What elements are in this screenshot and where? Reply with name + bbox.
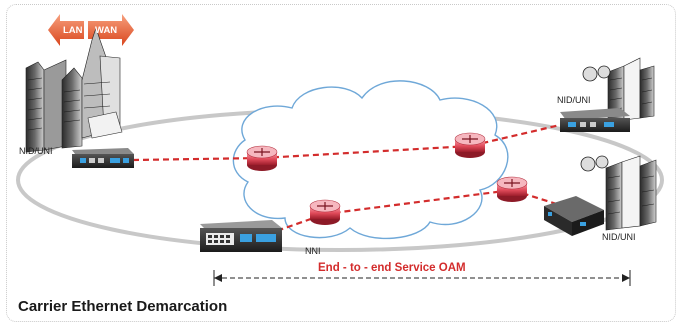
nni-label: NNI: [305, 246, 321, 256]
lan-wan-arrow-icon: [48, 14, 134, 46]
oam-span-line: [213, 270, 631, 286]
nid-device-icon: [544, 196, 604, 236]
router-icon: [454, 132, 486, 158]
nid-uni-label-left: NID/UNI: [19, 146, 53, 156]
lan-label: LAN: [63, 25, 83, 36]
wan-label: WAN: [95, 25, 118, 36]
building-icon: [25, 27, 123, 153]
oam-label: End - to - end Service OAM: [318, 262, 466, 274]
building-icon: [580, 155, 657, 231]
nid-device-icon: [72, 148, 134, 168]
evc-path-top: [132, 123, 561, 162]
diagram-frame: [6, 4, 676, 322]
router-icon: [309, 199, 341, 225]
nni-switch-icon: [200, 220, 282, 252]
nid-uni-label-right-top: NID/UNI: [557, 95, 591, 105]
router-icon: [496, 176, 528, 202]
evc-path-bottom: [267, 188, 561, 236]
nid-uni-label-right-bottom: NID/UNI: [602, 232, 636, 242]
nid-device-icon: [560, 108, 630, 132]
diagram-title: Carrier Ethernet Demarcation: [18, 298, 228, 315]
router-icon: [246, 145, 278, 171]
